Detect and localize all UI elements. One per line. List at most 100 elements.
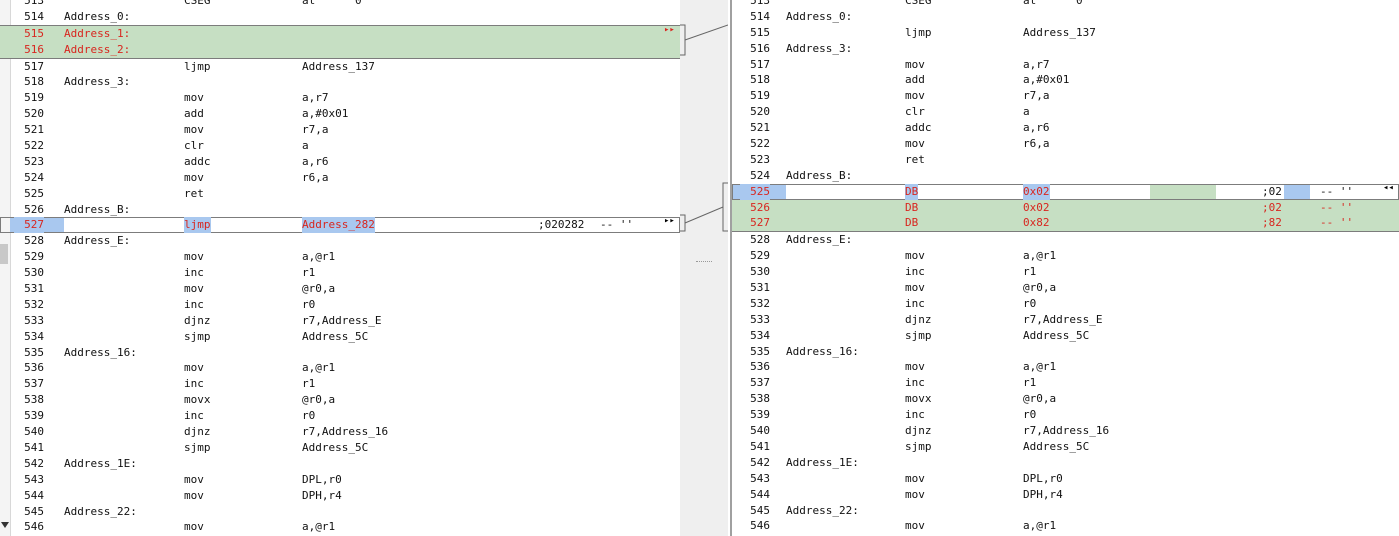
- gutter-splitter-handle[interactable]: [696, 261, 712, 262]
- line-number: 540: [24, 425, 44, 439]
- line-number: 531: [24, 282, 44, 296]
- code-label: Address_2:: [64, 42, 131, 56]
- code-instruction: inc: [184, 297, 204, 311]
- line-number: 525: [24, 186, 44, 200]
- code-instruction: mov: [184, 170, 204, 184]
- left-scrollbar[interactable]: [0, 0, 11, 536]
- double-right-arrow-icon[interactable]: ▸▸: [664, 24, 675, 35]
- line-number: 531: [750, 281, 770, 295]
- code-operand: Address_137: [1023, 25, 1096, 39]
- code-label: Address_22:: [64, 504, 137, 518]
- line-number: 535: [750, 344, 770, 358]
- code-instruction: mov: [184, 361, 204, 375]
- double-right-arrow-icon[interactable]: ▸▸: [664, 216, 675, 227]
- code-operand: a: [1023, 105, 1030, 119]
- code-instruction: djnz: [905, 424, 932, 438]
- code-operand: a,@r1: [1023, 519, 1057, 533]
- scroll-down-arrow-icon[interactable]: [1, 522, 9, 528]
- code-instruction: mov: [905, 89, 925, 103]
- code-instruction: mov: [184, 282, 204, 296]
- line-number: 538: [24, 393, 44, 407]
- code-instruction: mov: [905, 471, 925, 485]
- code-instruction: movx: [184, 393, 211, 407]
- double-left-arrow-icon[interactable]: ◂◂: [1383, 182, 1394, 193]
- scroll-thumb[interactable]: [0, 244, 8, 264]
- line-number: 535: [24, 345, 44, 359]
- line-number: 537: [750, 376, 770, 390]
- code-instruction: movx: [905, 392, 932, 406]
- code-label: Address_3:: [786, 41, 853, 55]
